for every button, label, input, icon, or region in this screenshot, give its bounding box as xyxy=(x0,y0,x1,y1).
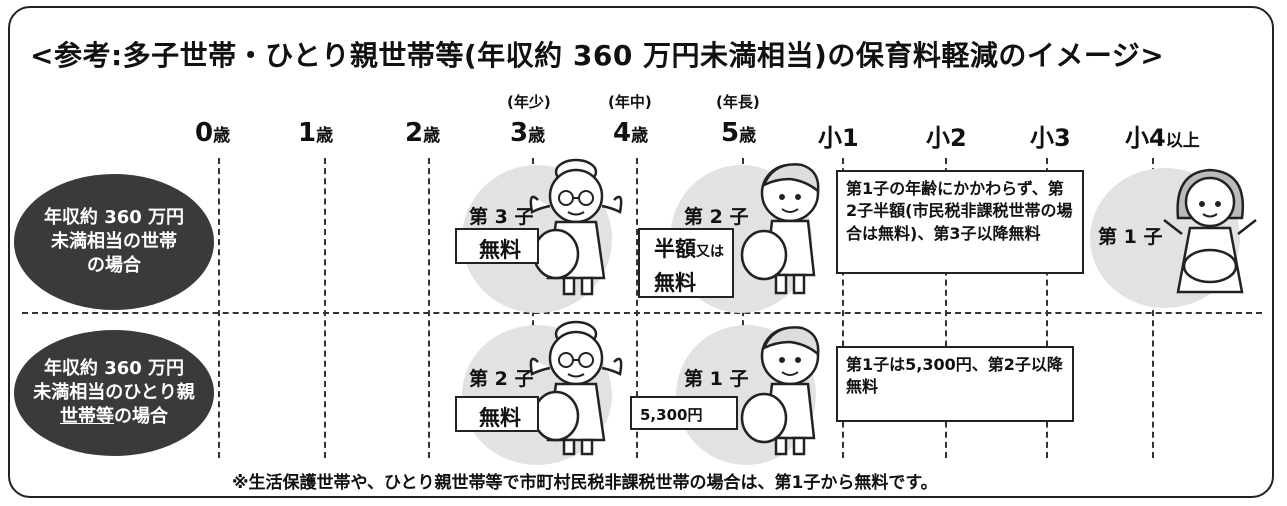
age-header-1: 1歳 xyxy=(298,118,334,148)
age-header-5-sub: (年長) xyxy=(716,93,760,111)
girl-with-drum-icon xyxy=(529,320,623,456)
age-header-5: 5歳 xyxy=(721,118,757,148)
row2-child1-fee: 5,300円 xyxy=(630,396,738,430)
age-header-4-sub: (年中) xyxy=(608,93,652,111)
row2-child2-label: 第 2 子 xyxy=(469,368,534,390)
grid-line-7 xyxy=(945,158,947,458)
grid-line-8 xyxy=(1046,158,1048,458)
row-divider xyxy=(22,312,1262,314)
row1-child2-label: 第 2 子 xyxy=(684,206,749,228)
grid-line-6 xyxy=(842,158,844,458)
age-header-8: 小3 xyxy=(1030,124,1071,152)
girl-with-drum-icon xyxy=(529,158,623,296)
row1-explanation: 第1子の年齢にかかわらず、第2子半額(市民税非課税世帯の場合は無料)、第3子以降… xyxy=(836,170,1084,274)
age-header-2: 2歳 xyxy=(405,118,441,148)
row1-child2-fee: 半額又は 無料 xyxy=(638,228,734,298)
row2-child2-fee: 無料 xyxy=(455,396,539,432)
age-header-3: 3歳 xyxy=(510,118,546,148)
row2-explanation: 第1子は5,300円、第2子以降無料 xyxy=(836,346,1074,422)
older-girl-with-drum-icon xyxy=(1163,168,1257,294)
grid-line-1 xyxy=(324,158,326,458)
age-header-7: 小2 xyxy=(926,124,967,152)
row1-child3-label: 第 3 子 xyxy=(469,206,534,228)
figure-title: <参考:多子世帯・ひとり親世帯等(年収約 360 万円未満相当)の保育料軽減のイ… xyxy=(30,39,1165,72)
grid-line-9 xyxy=(1152,158,1154,458)
boy-with-drum-icon xyxy=(740,163,820,295)
boy-with-drum-icon xyxy=(740,326,820,456)
age-header-0: 0歳 xyxy=(195,118,231,148)
age-header-4: 4歳 xyxy=(613,118,649,148)
grid-line-0 xyxy=(218,158,220,458)
age-header-3-sub: (年少) xyxy=(507,93,551,111)
age-header-6: 小1 xyxy=(818,124,859,152)
row-2-label: 年収約 360 万円未満相当のひとり親世帯等の場合 xyxy=(14,330,214,456)
row1-child3-fee: 無料 xyxy=(455,228,539,264)
row-1-label: 年収約 360 万円未満相当の世帯の場合 xyxy=(14,174,214,310)
age-header-9: 小4以上 xyxy=(1125,124,1200,152)
footnote: ※生活保護世帯や、ひとり親世帯等で市町村民税非課税世帯の場合は、第1子から無料で… xyxy=(232,473,938,493)
row2-child1-label: 第 1 子 xyxy=(684,368,749,390)
row1-child1-label: 第 1 子 xyxy=(1098,226,1163,248)
grid-line-4 xyxy=(636,158,638,458)
grid-line-2 xyxy=(428,158,430,458)
